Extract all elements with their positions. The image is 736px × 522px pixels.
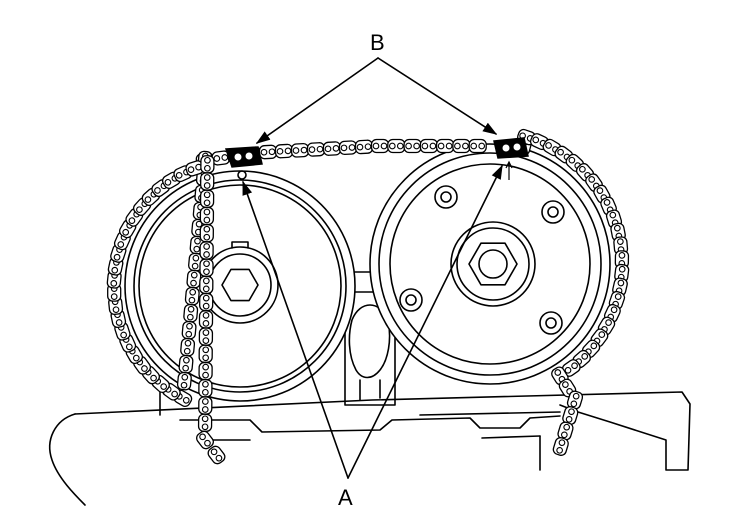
chain-link bbox=[180, 337, 196, 357]
colored-link-plate-icon bbox=[224, 137, 529, 168]
chain-link bbox=[274, 143, 294, 159]
chain-link bbox=[183, 303, 199, 323]
chain-link bbox=[200, 172, 215, 191]
timing-mark-icon bbox=[237, 160, 513, 180]
chain-link bbox=[198, 396, 213, 415]
chain-link bbox=[419, 138, 439, 154]
chain-link bbox=[198, 344, 213, 363]
chain-link bbox=[290, 142, 310, 158]
chain-link bbox=[561, 359, 581, 377]
chain-link bbox=[199, 189, 215, 208]
chain-link bbox=[198, 361, 213, 381]
chain-link bbox=[186, 269, 202, 289]
chain-link bbox=[306, 142, 326, 157]
chain-link bbox=[403, 138, 422, 154]
chain-link bbox=[199, 206, 215, 226]
chain-link bbox=[614, 250, 630, 269]
left-bolt-head bbox=[221, 268, 259, 302]
timing-chain bbox=[106, 128, 630, 465]
chain-link bbox=[258, 144, 278, 160]
chain-link bbox=[178, 354, 194, 374]
chain-link bbox=[552, 437, 569, 456]
chain-link bbox=[198, 310, 214, 329]
chain-link bbox=[468, 138, 487, 154]
chain-link bbox=[197, 413, 213, 432]
right-bolt-head bbox=[468, 242, 518, 286]
chain-link bbox=[199, 292, 214, 312]
chain-link bbox=[354, 139, 374, 155]
cylinder-head bbox=[48, 387, 691, 506]
chain-link bbox=[322, 141, 342, 156]
chain-link bbox=[188, 252, 203, 272]
chain-link bbox=[338, 140, 358, 156]
leader-arrow-icon bbox=[242, 57, 503, 479]
chain-link bbox=[562, 406, 579, 425]
chain-link bbox=[557, 421, 574, 441]
chain-link bbox=[199, 224, 214, 243]
chain-link bbox=[200, 155, 215, 174]
chain-link bbox=[199, 258, 214, 277]
chain-link bbox=[435, 138, 455, 154]
sprocket-bolt-holes bbox=[399, 185, 565, 335]
chain-link bbox=[196, 430, 214, 450]
chain-link bbox=[370, 138, 390, 154]
right-camshaft-sprocket bbox=[369, 143, 611, 385]
chain-link bbox=[184, 286, 200, 306]
label-a: A bbox=[338, 485, 353, 510]
chain-link bbox=[176, 371, 192, 391]
chain-link bbox=[452, 138, 471, 154]
chain-link bbox=[198, 327, 214, 346]
chain-link bbox=[199, 241, 214, 260]
label-b: B bbox=[370, 30, 385, 55]
chain-link bbox=[387, 138, 406, 154]
chain-link bbox=[207, 445, 226, 465]
chain-link bbox=[198, 379, 213, 398]
chain-link bbox=[199, 275, 214, 295]
left-camshaft-sprocket bbox=[124, 170, 356, 402]
chain-link bbox=[181, 320, 197, 340]
